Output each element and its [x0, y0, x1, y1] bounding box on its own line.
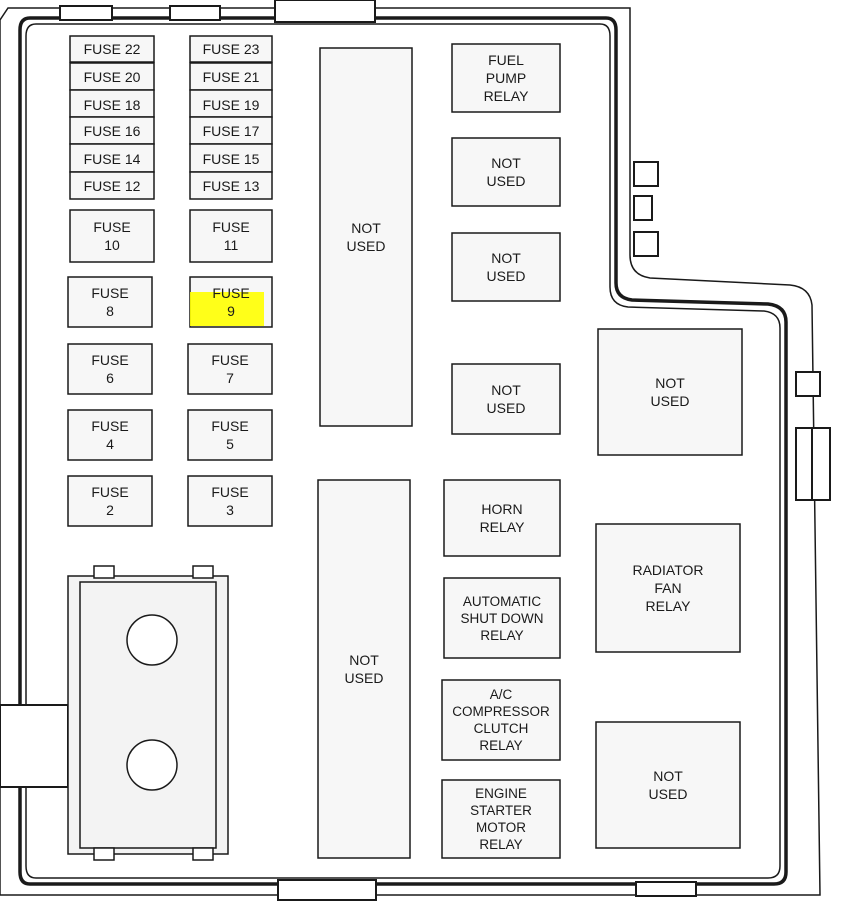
asd-relay-box	[443, 577, 561, 659]
fuse-4-box	[67, 409, 153, 461]
fuse-3-box	[187, 475, 273, 527]
not-used-tall-top-box	[319, 47, 413, 427]
not-used-relay-3-box	[451, 363, 561, 435]
radiator-fan-relay-box	[595, 523, 741, 653]
fuse-22-box	[69, 35, 155, 63]
fuse-21-box	[189, 62, 273, 91]
fuse-6-box	[67, 343, 153, 395]
fuse-14-box	[69, 143, 155, 173]
fuse-8-box	[67, 276, 153, 328]
not-used-large-top-box	[597, 328, 743, 456]
not-used-relay-1-box	[451, 137, 561, 207]
fuse-5-box	[187, 409, 273, 461]
fuse-13-box	[189, 171, 273, 200]
fuse-10-box	[69, 209, 155, 263]
fuse-17-box	[189, 116, 273, 145]
fuse-11-box	[189, 209, 273, 263]
fuse-19-box	[189, 89, 273, 118]
fuse-20-box	[69, 62, 155, 91]
not-used-tall-bottom-box	[317, 479, 411, 859]
fuse-16-box	[69, 116, 155, 145]
fuel-pump-relay-box	[451, 43, 561, 113]
fuse-15-box	[189, 143, 273, 173]
ac-relay-box	[441, 679, 561, 761]
fuse-12-box	[69, 171, 155, 200]
fuse-23-box	[189, 35, 273, 63]
horn-relay-box	[443, 479, 561, 557]
not-used-relay-2-box	[451, 232, 561, 302]
fuse-7-box	[187, 343, 273, 395]
starter-relay-box	[441, 779, 561, 859]
fuse-18-box	[69, 89, 155, 118]
not-used-large-bottom-box	[595, 721, 741, 849]
fuse-9-highlight	[190, 292, 264, 326]
fuse-2-box	[67, 475, 153, 527]
